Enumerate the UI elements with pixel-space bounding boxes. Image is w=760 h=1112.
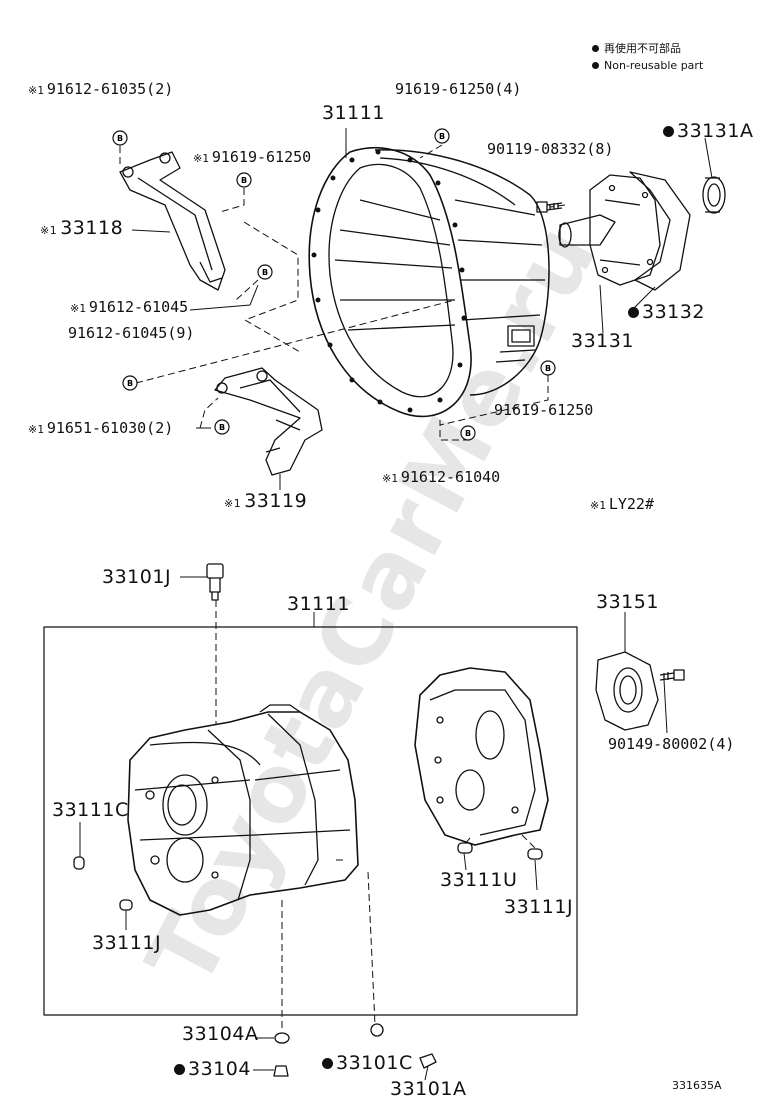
legend-jp-text: 再使用不可部品 <box>604 42 681 55</box>
part-label-31111-bottom[interactable]: 31111 <box>287 593 350 615</box>
legend: 再使用不可部品 Non-reusable part <box>592 40 703 74</box>
bolt-symbol-91619-61250-4: B <box>434 128 450 144</box>
part-label-31111-top[interactable]: 31111 <box>322 102 385 124</box>
part-label-33131A[interactable]: 33131A <box>663 122 753 141</box>
pin-33111U-illustration <box>457 842 473 854</box>
bolt-symbol-91619-61250-b: B <box>540 360 556 376</box>
plug-33104-illustration <box>273 1065 289 1077</box>
svg-text:B: B <box>465 429 471 438</box>
breather-33101J-illustration <box>206 563 224 601</box>
front-cover-33131-illustration <box>558 174 661 286</box>
part-label-33151[interactable]: 33151 <box>596 591 659 613</box>
part-label-33111C[interactable]: 33111C <box>52 799 129 821</box>
dashed-leaders <box>119 144 566 1030</box>
pin-33111C-illustration <box>73 856 85 870</box>
non-reusable-dot-icon <box>663 126 674 137</box>
housing-bolt-holes <box>311 149 467 413</box>
part-label-33111U[interactable]: 33111U <box>440 869 518 891</box>
pin-33111J-left-illustration <box>119 899 133 911</box>
svg-text:B: B <box>117 134 123 143</box>
part-label-33101A[interactable]: 33101A <box>390 1078 467 1100</box>
part-label-33111J-left[interactable]: 33111J <box>92 932 162 954</box>
part-label-33104[interactable]: 33104 <box>174 1060 251 1079</box>
bolt-symbol-91612-61040: B <box>460 425 476 441</box>
transmission-case-illustration <box>127 704 359 916</box>
bolt-symbol-91612-61045-9: B <box>122 375 138 391</box>
part-label-90149-80002[interactable]: 90149-80002(4) <box>608 735 735 753</box>
svg-text:B: B <box>127 379 133 388</box>
non-reusable-dot-icon <box>592 62 599 69</box>
part-label-33131[interactable]: 33131 <box>571 330 634 352</box>
part-label-33111J-right[interactable]: 33111J <box>504 896 574 918</box>
bolt-symbol-91612-61045-a: B <box>257 264 273 280</box>
oil-seal-33131A-illustration <box>702 176 726 214</box>
diagram-id: 331635A <box>672 1079 722 1092</box>
bolt-symbol-91619-61250-a: B <box>236 172 252 188</box>
clutch-housing-illustration <box>308 147 550 418</box>
non-reusable-dot-icon <box>628 307 639 318</box>
bolt-symbols: B B B B B B B B <box>112 128 556 441</box>
part-label-33132[interactable]: 33132 <box>628 303 705 322</box>
part-label-33104A[interactable]: 33104A <box>182 1023 259 1045</box>
plug-33101A-illustration <box>419 1053 437 1069</box>
svg-text:B: B <box>241 176 247 185</box>
plug-33104A-illustration <box>274 1032 290 1044</box>
part-label-90119-08332[interactable]: 90119-08332(8) <box>487 140 614 158</box>
part-label-33101J[interactable]: 33101J <box>102 566 172 588</box>
svg-text:B: B <box>439 132 445 141</box>
legend-row-jp: 再使用不可部品 <box>592 40 703 57</box>
pin-33111J-right-illustration <box>527 848 543 860</box>
svg-text:B: B <box>545 364 551 373</box>
part-label-91619-61250-b[interactable]: 91619-61250 <box>494 401 594 419</box>
non-reusable-dot-icon <box>174 1064 185 1075</box>
non-reusable-dot-icon <box>592 45 599 52</box>
gasket-33132-illustration <box>629 171 691 291</box>
bracket-33118-illustration <box>119 151 226 291</box>
part-label-91612-61045-9[interactable]: 91612-61045(9) <box>68 324 195 342</box>
adapter-plate-illustration <box>414 667 549 846</box>
non-reusable-dot-icon <box>322 1058 333 1069</box>
gasket-33101C-illustration <box>370 1023 384 1037</box>
part-label-91619-61250-4[interactable]: 91619-61250(4) <box>395 80 522 98</box>
legend-row-en: Non-reusable part <box>592 57 703 74</box>
bolt-symbol-91612-61035: B <box>112 130 128 146</box>
bracket-33119-illustration <box>214 367 323 476</box>
svg-text:B: B <box>219 423 225 432</box>
sub-assembly-frame <box>43 626 578 1016</box>
bolt-90149-illustration <box>659 669 685 681</box>
legend-en-text: Non-reusable part <box>604 59 704 72</box>
svg-text:B: B <box>262 268 268 277</box>
part-label-33101C[interactable]: 33101C <box>322 1054 413 1073</box>
retainer-33151-illustration <box>595 651 659 731</box>
bolt-symbol-91651-61030: B <box>214 419 230 435</box>
